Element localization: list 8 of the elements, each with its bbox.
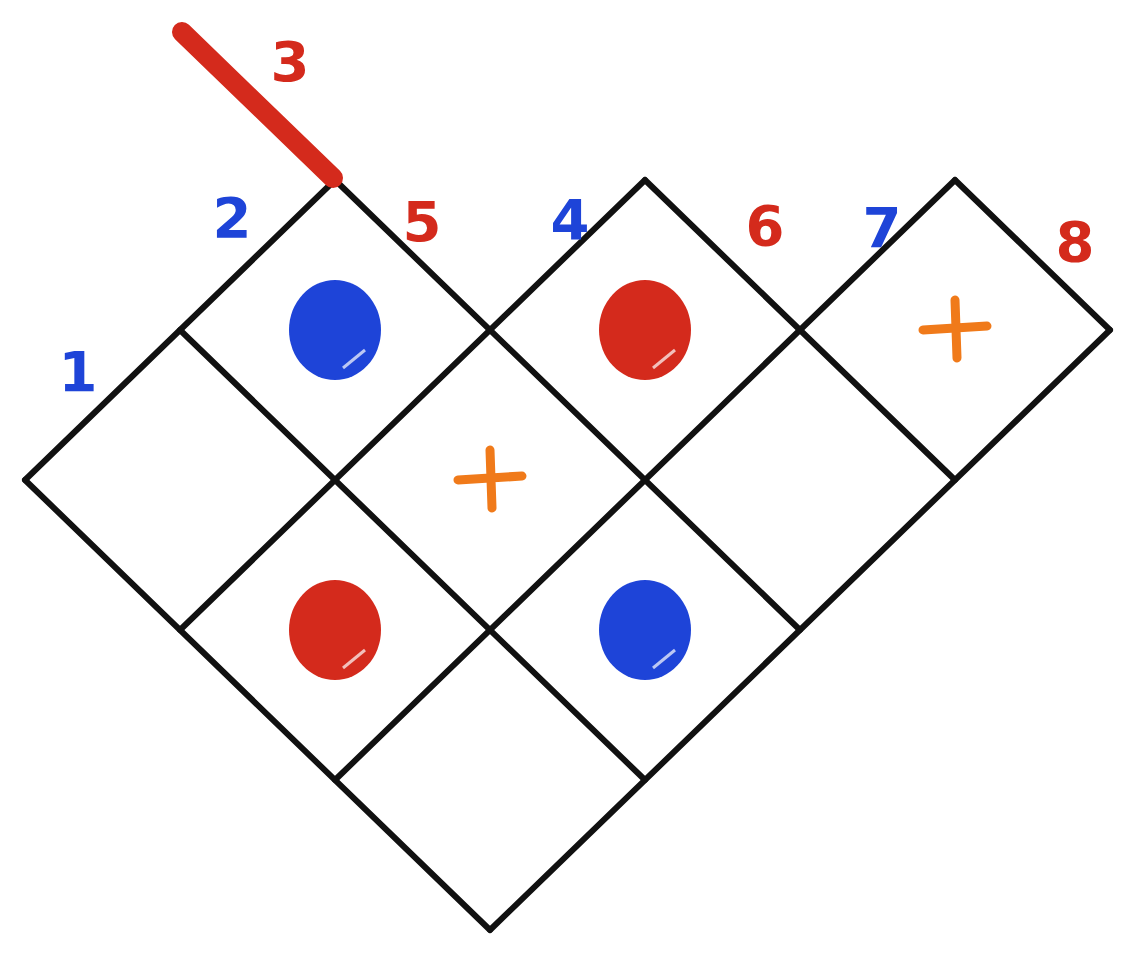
number-label: 6 — [745, 198, 785, 254]
number-label: 5 — [402, 194, 442, 250]
number-label: 7 — [862, 200, 902, 256]
number-label: 2 — [212, 190, 252, 246]
number-label: 1 — [58, 344, 98, 400]
number-label: 3 — [270, 34, 310, 90]
number-label: 8 — [1055, 214, 1095, 270]
number-label: 4 — [550, 192, 590, 248]
